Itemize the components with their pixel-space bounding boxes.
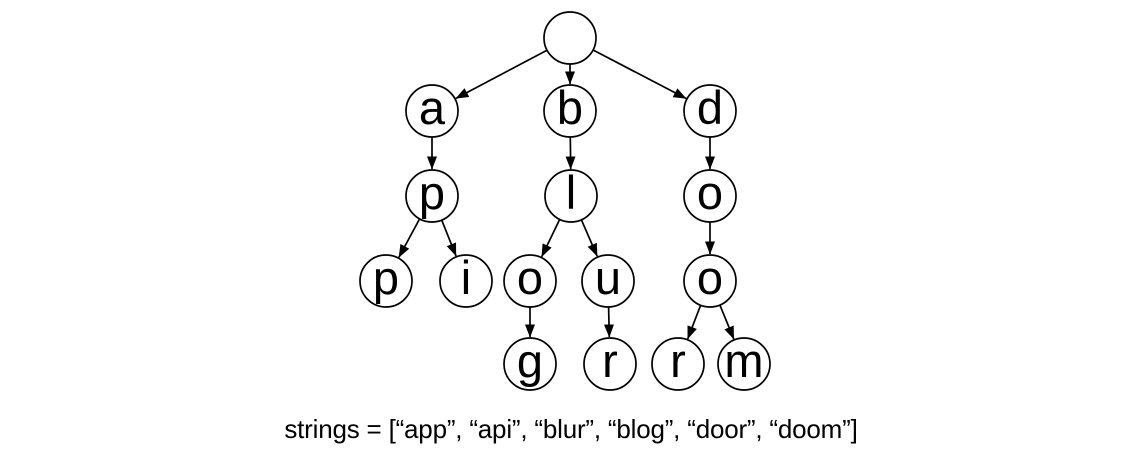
edge-l1-u1 xyxy=(580,219,598,257)
strings-caption: strings = [“app”, “api”, “blur”, “blog”,… xyxy=(284,414,858,444)
node-label: p xyxy=(373,251,399,304)
trie-node-g1: g xyxy=(503,334,557,391)
node-circle xyxy=(683,84,737,138)
node-label: o xyxy=(517,251,543,304)
node-circle xyxy=(651,337,705,391)
trie-node-o3: o xyxy=(683,251,737,308)
node-label: p xyxy=(419,166,445,219)
node-label: a xyxy=(419,81,446,134)
edge-o3-m1 xyxy=(719,304,735,340)
node-circle xyxy=(439,254,493,308)
node-circle xyxy=(359,254,413,308)
node-circle xyxy=(543,84,597,138)
node-label: o xyxy=(697,251,723,304)
trie-node-l1: l xyxy=(544,166,598,223)
node-circle xyxy=(503,254,557,308)
trie-node-i1: i xyxy=(439,251,493,308)
node-circle xyxy=(583,337,637,391)
trie-node-d: d xyxy=(683,81,737,138)
edge-root-a xyxy=(455,49,548,100)
trie-node-root xyxy=(543,11,597,65)
node-circle xyxy=(405,84,459,138)
node-circle xyxy=(683,169,737,223)
node-label: o xyxy=(697,166,723,219)
edge-p1-i1 xyxy=(440,219,457,257)
trie-node-r1: r xyxy=(583,334,637,391)
trie-node-u1: u xyxy=(581,251,635,308)
node-label: b xyxy=(557,81,583,134)
node-label: i xyxy=(461,251,471,304)
node-circle xyxy=(503,337,557,391)
node-label: d xyxy=(697,81,723,134)
trie-node-r2: r xyxy=(651,334,705,391)
node-label: r xyxy=(602,334,618,387)
node-circle xyxy=(581,254,635,308)
trie-node-o1: o xyxy=(683,166,737,223)
node-label: u xyxy=(595,251,621,304)
edge-l1-o2 xyxy=(540,219,561,258)
trie-node-o2: o xyxy=(503,251,557,308)
edges-layer xyxy=(398,49,735,340)
node-circle xyxy=(683,254,737,308)
trie-node-m1: m xyxy=(717,334,771,391)
edge-p1-p2 xyxy=(398,218,421,258)
node-label: r xyxy=(670,334,686,387)
node-label: g xyxy=(517,334,543,387)
edge-root-d xyxy=(592,49,687,100)
node-circle xyxy=(405,169,459,223)
node-circle xyxy=(543,11,597,65)
node-circle xyxy=(544,169,598,223)
trie-node-p1: p xyxy=(405,166,459,223)
node-label: m xyxy=(724,334,763,387)
edge-o3-r2 xyxy=(686,304,702,340)
node-label: l xyxy=(566,166,576,219)
trie-node-a: a xyxy=(405,81,459,138)
trie-node-p2: p xyxy=(359,251,413,308)
node-circle xyxy=(717,337,771,391)
trie-node-b: b xyxy=(543,81,597,138)
edge-u1-r1 xyxy=(604,306,615,338)
